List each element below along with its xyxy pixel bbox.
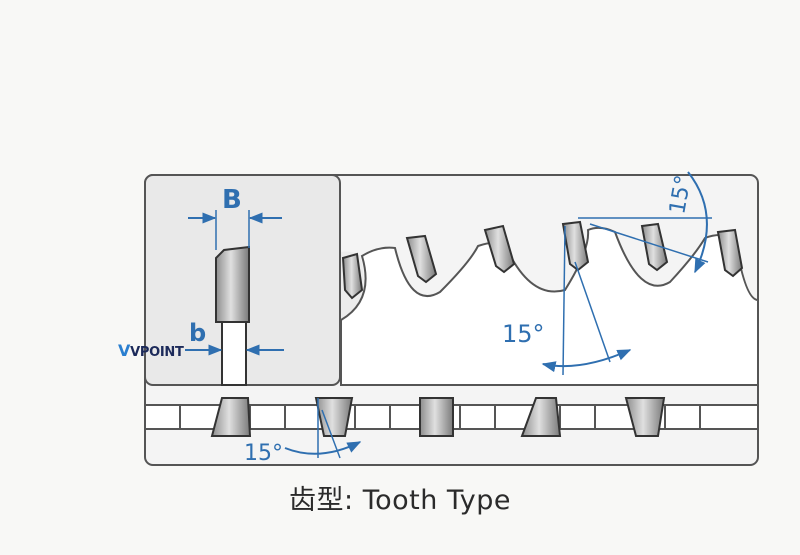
vpoint-logo: VVPOINT xyxy=(118,341,184,360)
top-tooth-4 xyxy=(520,397,562,437)
label-b: b xyxy=(189,319,206,347)
tooth-tip-4 xyxy=(561,220,590,272)
diagram-caption: 齿型: Tooth Type xyxy=(289,485,511,516)
tooth-tip-1 xyxy=(341,252,364,300)
top-tooth-3 xyxy=(419,397,454,437)
label-angle-bottom: 15° xyxy=(244,441,283,466)
tooth-tip-2 xyxy=(405,234,438,284)
label-B: B xyxy=(222,185,242,215)
label-angle-hook: 15° xyxy=(502,320,545,348)
blade-body-side xyxy=(221,319,247,386)
logo-text: VPOINT xyxy=(130,345,184,360)
blade-body-front xyxy=(340,226,759,386)
tooth-tip-side xyxy=(215,245,250,323)
logo-mark: V xyxy=(118,341,131,360)
tooth-tip-3 xyxy=(483,224,516,274)
top-tooth-5 xyxy=(624,397,666,437)
tooth-tip-6 xyxy=(716,228,744,278)
tooth-tip-5 xyxy=(640,222,669,272)
top-tooth-2 xyxy=(314,397,354,437)
strip-cells xyxy=(179,405,701,429)
top-tooth-1 xyxy=(210,397,252,437)
